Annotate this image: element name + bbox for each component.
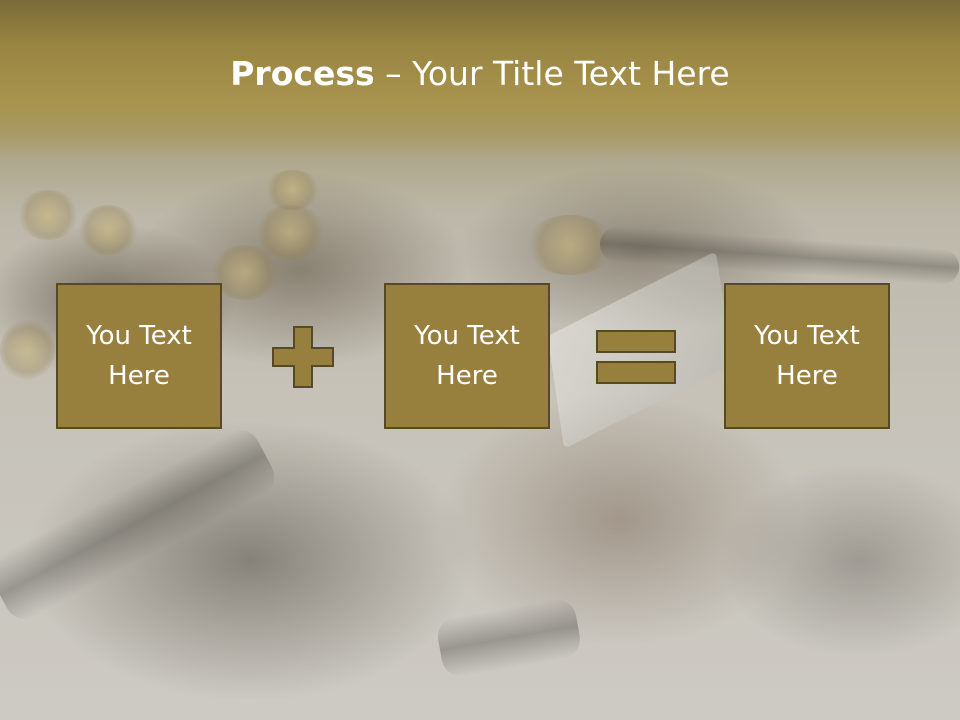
process-box-text: You Text Here xyxy=(414,321,520,391)
background-shell xyxy=(255,205,325,260)
background-shell xyxy=(18,190,78,240)
process-box-text: You Text Here xyxy=(754,321,860,391)
background-shell xyxy=(525,215,615,275)
background-shell xyxy=(0,320,55,380)
title-rest: – Your Title Text Here xyxy=(374,54,730,93)
equals-icon xyxy=(596,330,676,384)
title-bold: Process xyxy=(230,54,375,93)
process-box-3[interactable]: You Text Here xyxy=(724,283,890,429)
process-box-1[interactable]: You Text Here xyxy=(56,283,222,429)
title-bar xyxy=(0,0,960,160)
process-box-2[interactable]: You Text Here xyxy=(384,283,550,429)
slide-title[interactable]: Process – Your Title Text Here xyxy=(0,52,960,96)
process-box-text: You Text Here xyxy=(86,321,192,391)
background-shell xyxy=(78,205,138,255)
background-shell xyxy=(265,170,320,210)
plus-icon xyxy=(272,326,334,388)
